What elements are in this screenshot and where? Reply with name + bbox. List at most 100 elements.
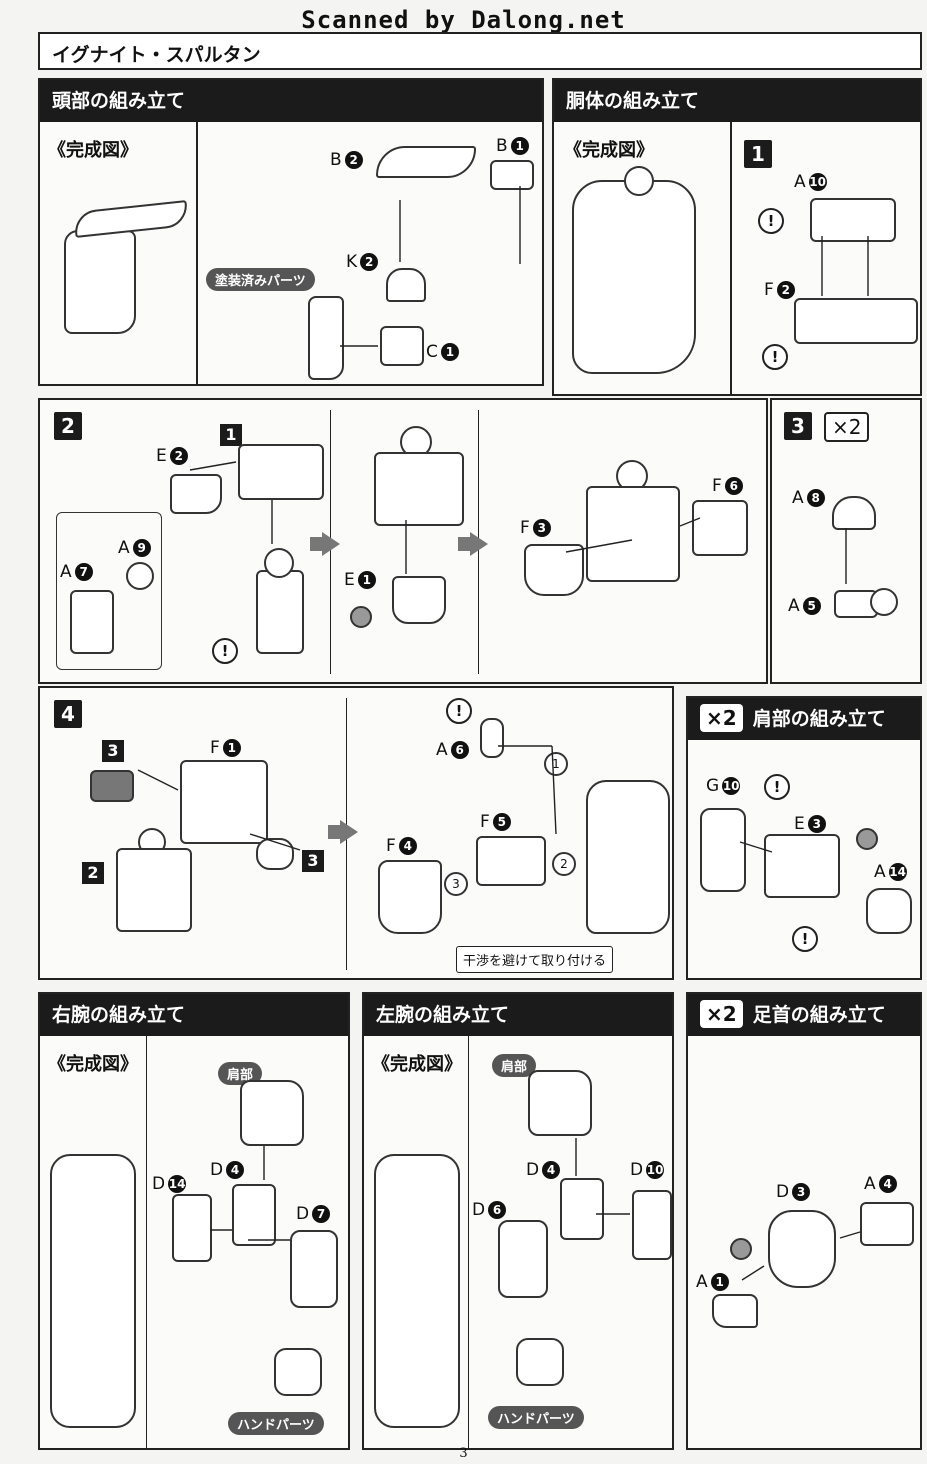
ankle-assembly-title: 足首の組み立て <box>752 1004 886 1026</box>
torso-assembly-right <box>586 486 680 582</box>
shoulder-tag: 肩部 <box>218 1062 263 1085</box>
shoulder-part <box>240 1080 304 1146</box>
part-b2-crest <box>376 146 476 178</box>
torso-lower-assembly <box>116 848 192 932</box>
torso-complete-label: 《完成図》 <box>564 140 654 161</box>
part-f2 <box>794 298 918 344</box>
paint-marker-icon <box>856 828 878 850</box>
next-arrow-icon <box>322 532 340 556</box>
torso-step-1-number: 1 <box>744 140 772 168</box>
part-e3 <box>764 834 840 898</box>
part-e1 <box>392 576 446 624</box>
caution-icon: ! <box>762 344 788 370</box>
step-4-number: 4 <box>54 700 82 728</box>
part-b1 <box>490 160 534 190</box>
part-k2-visor <box>386 268 426 302</box>
part-a4 <box>860 1202 914 1246</box>
page-number: 3 <box>459 1446 468 1461</box>
part-a8-assembly <box>90 770 134 802</box>
right-arm-header: 右腕の組み立て <box>40 994 348 1036</box>
page-title-bar: イグナイト・スパルタン <box>38 32 922 70</box>
left-arm-divider <box>468 1036 469 1450</box>
right-arm-complete-label: 《完成図》 <box>48 1054 138 1075</box>
scan-watermark: Scanned by Dalong.net <box>301 6 626 34</box>
page-title: イグナイト・スパルタン <box>52 44 261 66</box>
paint-marker-icon <box>350 606 372 628</box>
part-a14 <box>866 888 912 934</box>
order-step-1: 1 <box>544 752 568 776</box>
paint-marker-icon <box>730 1238 752 1260</box>
caution-icon: ! <box>792 926 818 952</box>
part-f1 <box>180 760 268 844</box>
painted-parts-tag: 塗装済みパーツ <box>206 268 315 291</box>
torso-complete-illustration <box>572 180 696 374</box>
next-arrow-icon <box>340 820 358 844</box>
head-complete-label: 《完成図》 <box>48 140 138 161</box>
step-ref-3: 3 <box>302 850 324 872</box>
torso-ball-joint <box>624 166 654 196</box>
part-d6 <box>498 1220 548 1298</box>
next-arrow-icon <box>470 532 488 556</box>
part-a6 <box>480 718 504 758</box>
next-arrow-icon <box>458 537 474 551</box>
part-d4 <box>232 1184 276 1246</box>
quantity-multiplier: ×2 <box>824 412 870 442</box>
hand-part <box>274 1348 322 1396</box>
part-f4 <box>378 860 442 934</box>
torso-assembly-header: 胴体の組み立て <box>554 80 920 122</box>
part-a5-ball <box>870 588 898 616</box>
caution-icon: ! <box>764 774 790 800</box>
caution-icon: ! <box>758 208 784 234</box>
right-arm-complete-illustration <box>50 1154 136 1428</box>
part-c1-face <box>380 326 424 366</box>
step-3-number: 3 <box>784 412 812 440</box>
torso-complete-assembly <box>586 780 670 934</box>
left-arm-complete-illustration <box>374 1154 460 1428</box>
hand-parts-tag: ハンドパーツ <box>488 1406 584 1429</box>
caution-icon: ! <box>446 698 472 724</box>
order-step-2: 2 <box>552 852 576 876</box>
step-ref-1: 1 <box>220 424 242 446</box>
right-arm-divider <box>146 1036 147 1450</box>
torso-assembly-mid <box>374 452 464 526</box>
step-2-number: 2 <box>54 412 82 440</box>
left-arm-header: 左腕の組み立て <box>364 994 672 1036</box>
step-ref-3: 3 <box>102 740 124 762</box>
torso-upper-assembly <box>238 444 324 500</box>
shoulder-joint <box>256 838 294 870</box>
torso-divider <box>730 122 732 396</box>
part-e2 <box>170 474 222 514</box>
left-arm-complete-label: 《完成図》 <box>372 1054 462 1075</box>
